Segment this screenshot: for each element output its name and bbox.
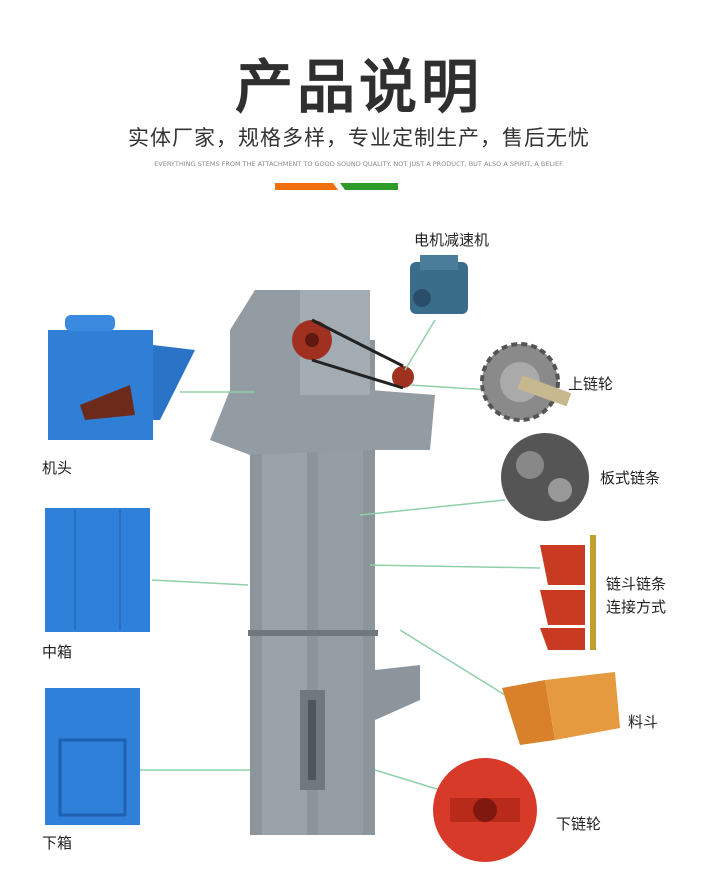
bottom-part-image	[45, 688, 140, 825]
subtitle: 实体厂家，规格多样，专业定制生产，售后无忧	[128, 126, 590, 150]
label-upper-sprocket: 上链轮	[568, 375, 614, 393]
hopper-image	[502, 672, 620, 745]
leader-lines	[140, 319, 541, 791]
bucket-elevator	[210, 290, 435, 835]
label-motor-reducer: 电机减速机	[414, 231, 490, 249]
label-bucket-chain-line1: 链斗链条	[606, 575, 667, 593]
label-hopper: 料斗	[628, 713, 659, 731]
page-title: 产品说明	[234, 53, 483, 121]
accent-bar-orange	[275, 183, 338, 190]
label-plate-chain: 板式链条	[600, 469, 661, 487]
lower-sprocket-image	[433, 758, 537, 862]
label-lower-sprocket: 下链轮	[556, 815, 602, 833]
label-bottom-box: 下箱	[42, 834, 73, 852]
label-bucket-chain-line2: 连接方式	[606, 598, 667, 616]
head-part-image	[48, 315, 195, 440]
middle-part-image	[45, 508, 150, 632]
upper-sprocket-image	[480, 342, 572, 422]
label-middle-box: 中箱	[42, 643, 73, 661]
label-head: 机头	[42, 459, 73, 477]
bucket-chain-connection-image	[540, 535, 596, 650]
tagline: EVERYTHING STEMS FROM THE ATTACHMENT TO …	[154, 160, 564, 168]
accent-bar-green	[340, 183, 398, 190]
motor-reducer-image	[410, 255, 468, 314]
plate-chain-image	[501, 433, 589, 521]
